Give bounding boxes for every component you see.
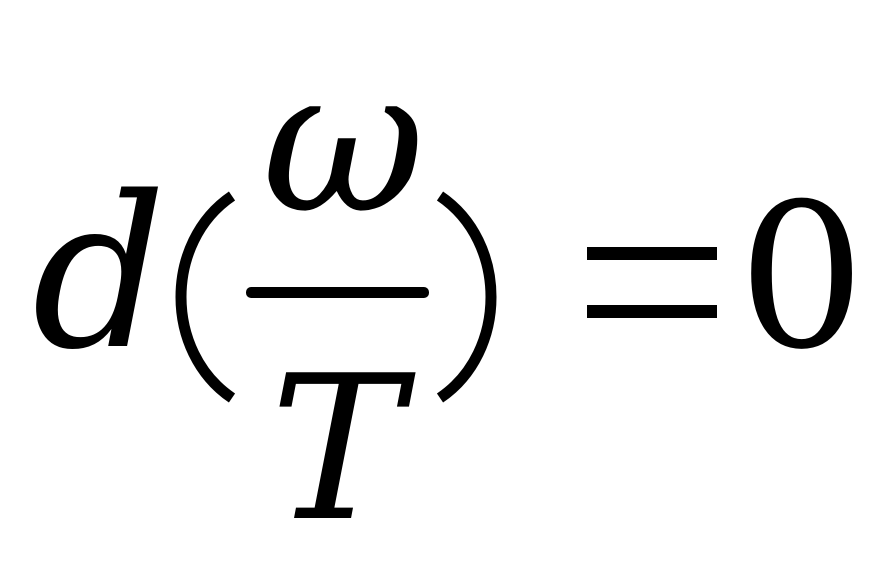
right-parenthesis bbox=[436, 191, 497, 403]
equals-sign bbox=[587, 247, 717, 318]
denominator-t: T bbox=[270, 333, 416, 566]
left-parenthesis bbox=[175, 191, 236, 403]
differential-d: d bbox=[32, 151, 166, 396]
numerator-omega: ω bbox=[262, 25, 425, 258]
fraction-bar bbox=[246, 287, 429, 298]
rhs-zero: 0 bbox=[738, 161, 865, 394]
